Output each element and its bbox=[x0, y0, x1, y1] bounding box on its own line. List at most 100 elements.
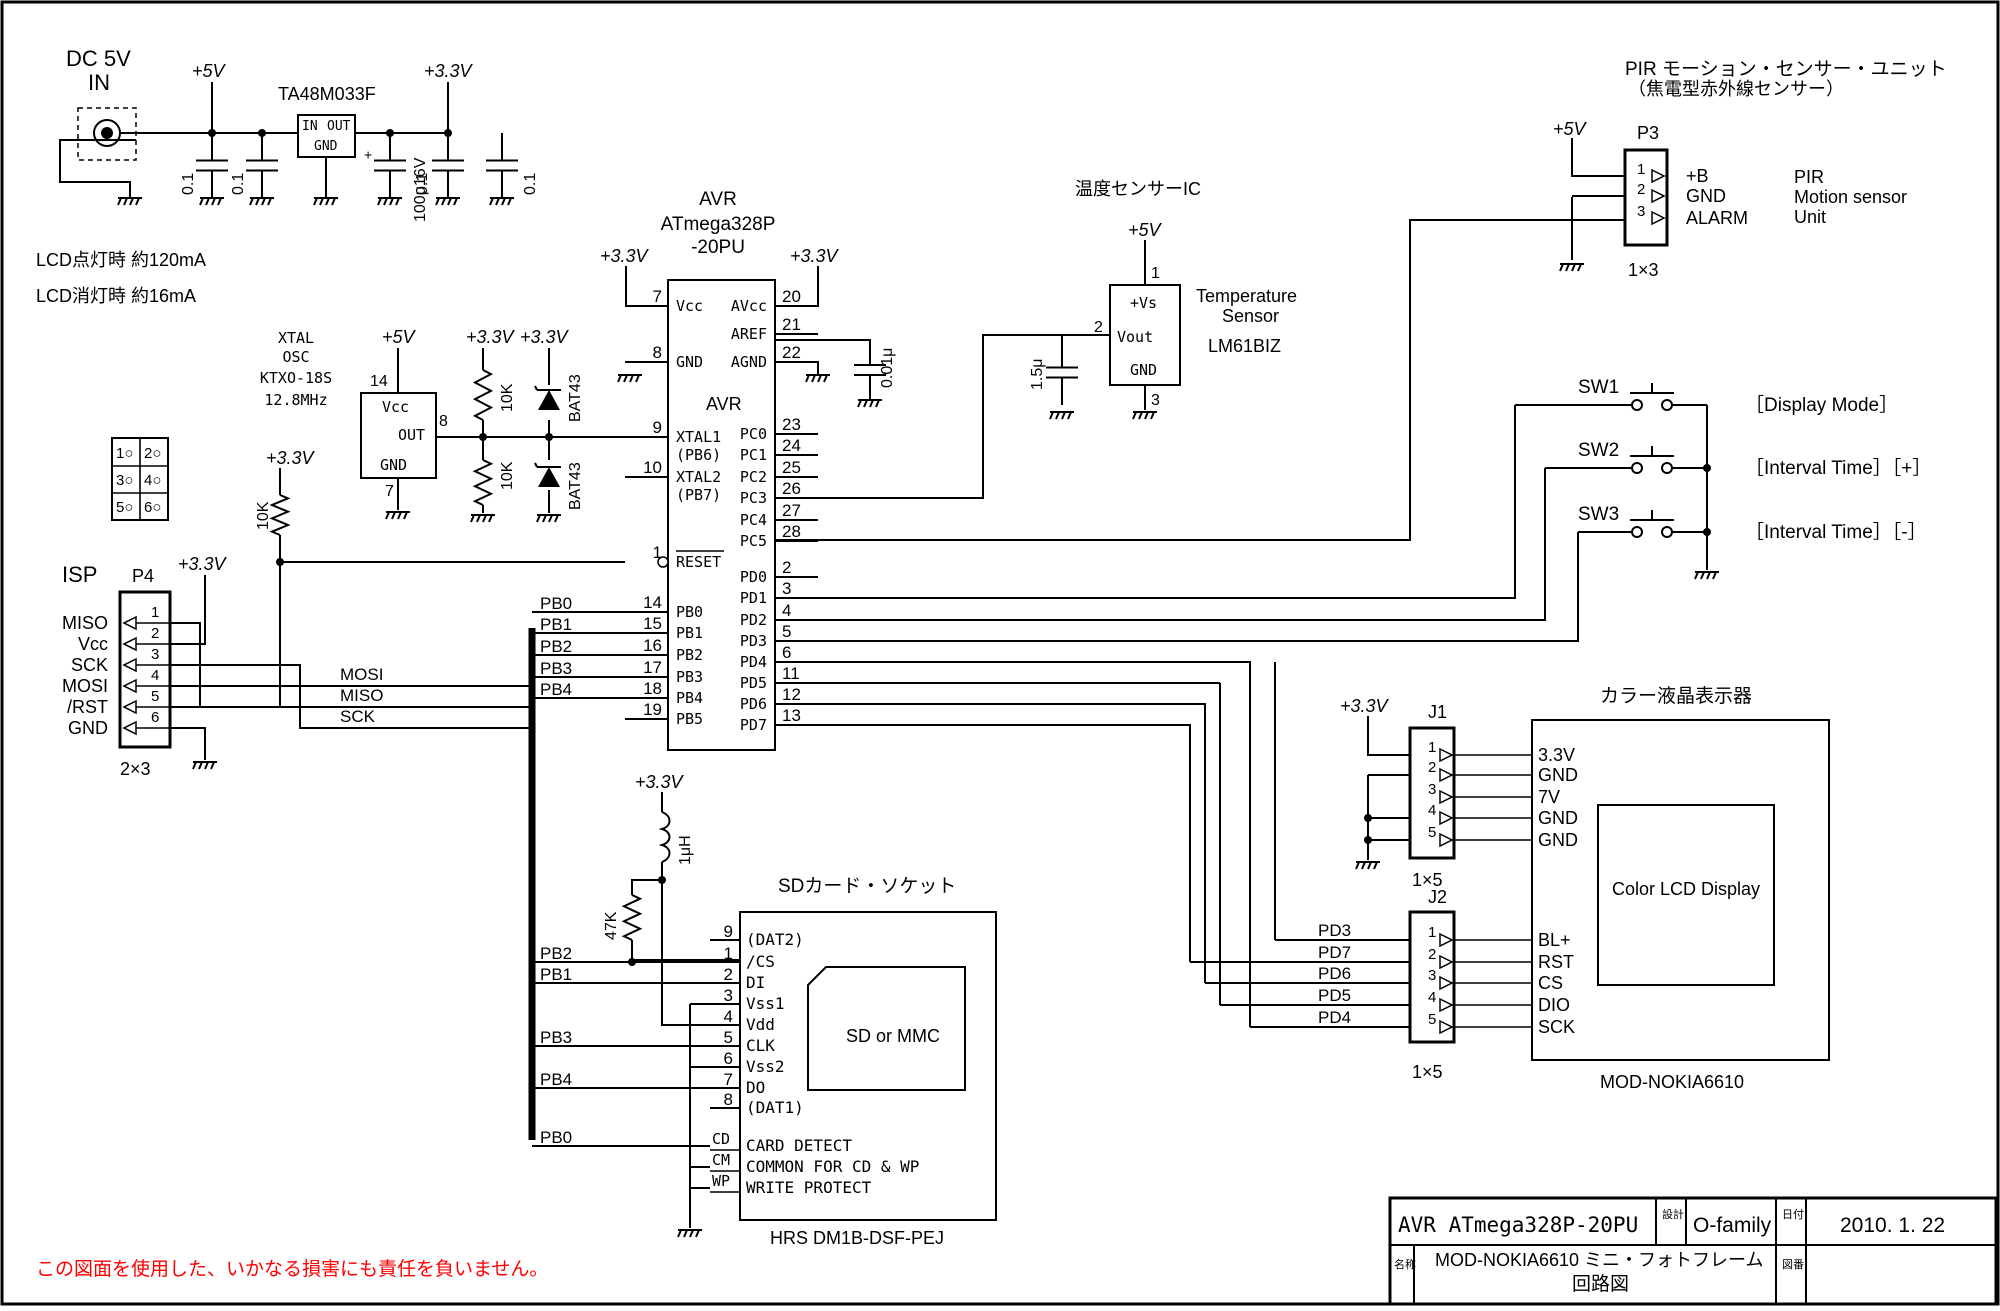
ground-icon bbox=[199, 197, 224, 206]
svg-text:OUT: OUT bbox=[327, 119, 351, 134]
svg-text:KTXO-18S: KTXO-18S bbox=[260, 369, 332, 387]
resistor-icon bbox=[621, 894, 643, 941]
junction-dot bbox=[276, 558, 284, 566]
ground-icon bbox=[536, 514, 561, 523]
svg-text:J1: J1 bbox=[1428, 702, 1447, 722]
svg-text:12.8MHz: 12.8MHz bbox=[264, 391, 327, 409]
cap-label-5: 100μ16V bbox=[412, 157, 429, 222]
mcu-pin-number: 12 bbox=[782, 685, 801, 704]
svg-text:10K: 10K bbox=[255, 501, 272, 530]
switch-contact bbox=[1661, 399, 1673, 411]
mcu-pin-label: PC3 bbox=[740, 489, 767, 507]
svg-text:GND: GND bbox=[380, 456, 407, 474]
resistor-icon bbox=[472, 369, 494, 421]
sd-pin-number: 6 bbox=[724, 1049, 733, 1068]
junction-dot bbox=[208, 129, 216, 137]
capacitor-icon bbox=[854, 340, 886, 400]
j2-pin-number: 3 bbox=[1428, 967, 1436, 984]
isp-pin-number: 3 bbox=[151, 646, 159, 663]
lcd-j2-signal: BL+ bbox=[1538, 930, 1571, 950]
isp-signal: SCK bbox=[71, 655, 108, 675]
svg-text:設計: 設計 bbox=[1662, 1207, 1684, 1221]
oscillator-box bbox=[360, 392, 437, 479]
diode-icon bbox=[534, 385, 561, 410]
mcu-pin-label: PD4 bbox=[740, 653, 767, 671]
pin-map-label: 2○ bbox=[144, 445, 161, 462]
capacitor-icon bbox=[246, 133, 278, 198]
pir-pin-number: 1 bbox=[1637, 161, 1645, 178]
sd-pin-label: (DAT2) bbox=[746, 930, 804, 949]
switch-contact bbox=[1631, 526, 1643, 538]
capacitor-icon bbox=[486, 133, 518, 198]
junction-dot bbox=[479, 433, 487, 441]
isp-ref: P4 bbox=[132, 566, 154, 586]
sd-extra-code: CM bbox=[712, 1151, 730, 1169]
v5-label: +5V bbox=[192, 61, 227, 81]
ground-icon bbox=[617, 374, 642, 383]
capacitor-icon bbox=[1046, 350, 1078, 395]
cap-label-2: 0.1 bbox=[230, 173, 247, 195]
sd-net-label: PB2 bbox=[540, 944, 572, 963]
pir-size: 1×3 bbox=[1628, 260, 1659, 280]
cap-label-3: 0.1 bbox=[414, 173, 431, 195]
pir-title: PIR モーション・センサー・ユニット bbox=[1625, 59, 1947, 80]
sd-pin-label: CLK bbox=[746, 1036, 775, 1055]
sd-pin-number: 7 bbox=[724, 1070, 733, 1089]
mcu-pin-label: PD1 bbox=[740, 589, 767, 607]
isp-pin-number: 4 bbox=[151, 667, 159, 684]
pir-ref: P3 bbox=[1637, 123, 1659, 143]
svg-text:XTAL: XTAL bbox=[278, 329, 314, 347]
junction-dot bbox=[1703, 464, 1711, 472]
power-capacitors: + bbox=[196, 133, 518, 198]
mcu-package: -20PU bbox=[691, 237, 745, 258]
lcd-j2-connector bbox=[1408, 910, 1456, 1044]
j1-pin-number: 1 bbox=[1428, 739, 1436, 756]
net-miso: MISO bbox=[340, 686, 383, 705]
lcd-net-label: PD3 bbox=[1318, 921, 1351, 940]
lcd-display-label: Color LCD Display bbox=[1612, 879, 1760, 899]
svg-text:Vcc: Vcc bbox=[382, 398, 409, 416]
bus-label: PB1 bbox=[540, 615, 572, 634]
pin-map-label: 4○ bbox=[144, 472, 161, 489]
sd-pin-label: Vss2 bbox=[746, 1057, 785, 1076]
tb-designer: O-family bbox=[1693, 1214, 1772, 1237]
sd-pin-label: /CS bbox=[746, 952, 775, 971]
switch-contact bbox=[1661, 462, 1673, 474]
mcu-pin-label: Vcc bbox=[676, 297, 703, 315]
switch-name: SW2 bbox=[1578, 440, 1619, 461]
bus-label: PB4 bbox=[540, 680, 572, 699]
mcu-pin-number: 25 bbox=[782, 458, 801, 477]
isp-signal: Vcc bbox=[78, 634, 108, 654]
lcd-j1-signal: GND bbox=[1538, 765, 1578, 785]
switch-contact bbox=[1661, 526, 1673, 538]
lcd-display-area bbox=[1597, 804, 1775, 986]
mcu-pin-number: 11 bbox=[782, 664, 800, 683]
mcu-pin-label: PD6 bbox=[740, 695, 767, 713]
ground-icon bbox=[1132, 411, 1157, 420]
mcu-name: AVR bbox=[706, 394, 742, 414]
pir-pin-number: 3 bbox=[1637, 203, 1645, 220]
bus-label: PB3 bbox=[540, 659, 572, 678]
v33-label: +3.3V bbox=[424, 61, 474, 81]
svg-text:7: 7 bbox=[385, 483, 394, 500]
regulator-name: TA48M033F bbox=[278, 84, 376, 104]
svg-text:+5V: +5V bbox=[1128, 220, 1163, 240]
svg-text:+5V: +5V bbox=[1553, 119, 1588, 139]
isp-signal: GND bbox=[68, 718, 108, 738]
mcu-pin-label: PC5 bbox=[740, 532, 767, 550]
ground-icon bbox=[805, 374, 830, 383]
junction-dot bbox=[1364, 814, 1372, 822]
isp-title: ISP bbox=[62, 562, 97, 587]
switch-contact bbox=[1631, 462, 1643, 474]
sd-pin-label: Vss1 bbox=[746, 994, 785, 1013]
ground-icon bbox=[1355, 861, 1380, 870]
mcu-pin-number: 5 bbox=[782, 622, 791, 641]
lcd-j1-signal: 3.3V bbox=[1538, 745, 1575, 765]
isp-pin-number: 1 bbox=[151, 604, 159, 621]
mcu-part: ATmega328P bbox=[661, 214, 776, 235]
sd-pin-number: 4 bbox=[724, 1007, 733, 1026]
svg-text:2: 2 bbox=[1094, 319, 1103, 336]
